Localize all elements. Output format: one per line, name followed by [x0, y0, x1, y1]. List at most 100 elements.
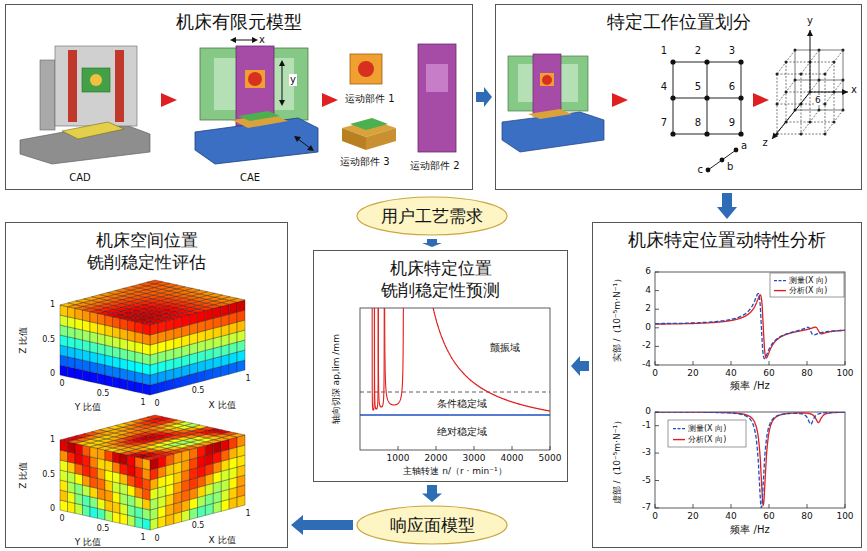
- diagram-label: 5: [695, 81, 701, 93]
- surface-cell: [120, 483, 128, 495]
- stability-lobe: [372, 308, 374, 410]
- surface-cell: [83, 445, 91, 457]
- diagram-label: Y 比值: [75, 402, 101, 412]
- surface-cell: [68, 357, 76, 369]
- lattice: [772, 30, 848, 139]
- surface-cell: [60, 490, 68, 502]
- grid-point: [738, 95, 743, 100]
- diagram-label: 60: [763, 368, 774, 378]
- chart-frame: [655, 412, 845, 508]
- surface-cell: [128, 495, 136, 507]
- surface-cell: [75, 473, 83, 485]
- surface-cell: [128, 455, 136, 467]
- surface-cell: [90, 312, 98, 324]
- diagram-label: x: [259, 34, 265, 46]
- spindle-box: [82, 68, 110, 92]
- fe-column: [533, 54, 561, 116]
- surface-cell: [105, 510, 113, 522]
- surface-cell: [83, 495, 91, 507]
- limit-line: [360, 414, 550, 415]
- lattice-point: [824, 73, 827, 76]
- diagram-label: 1: [245, 374, 250, 383]
- diagram-label: 运动部件 3: [340, 156, 390, 168]
- surface-cell: [128, 465, 136, 477]
- surface-cell: [83, 370, 91, 382]
- surface-cell: [75, 503, 83, 515]
- red-arrow: [612, 93, 628, 107]
- fe-base: [502, 112, 604, 152]
- legend-sample: [673, 428, 685, 429]
- panel-title: 特定工作位置划分: [496, 5, 861, 33]
- surface-cell: [83, 320, 91, 332]
- tick: [731, 361, 732, 365]
- diagram-label: 运动部件 2: [410, 160, 460, 172]
- legend-sample: [774, 280, 786, 281]
- surface-cell: [68, 452, 76, 464]
- legend-box: [770, 273, 844, 297]
- arrow-head: [230, 37, 236, 43]
- fe-spindle: [248, 72, 262, 86]
- block-arrow: [422, 485, 442, 502]
- surface-cell: [68, 492, 76, 504]
- surface-cell: [60, 460, 68, 472]
- tick: [655, 309, 659, 310]
- surface-cell: [128, 330, 136, 342]
- surface-cell: [60, 480, 68, 492]
- surface-cell: [143, 498, 151, 510]
- surface-cell: [68, 307, 76, 319]
- diagram-label: x: [851, 84, 857, 96]
- block-arrow: [291, 515, 353, 535]
- surface-cell: [83, 465, 91, 477]
- tick: [655, 327, 659, 328]
- diagram-label: -4: [642, 359, 651, 369]
- diagram-label: 0.5: [42, 335, 55, 344]
- process-ellipse: 用户工艺需求: [356, 196, 508, 236]
- legend-box: [668, 420, 746, 447]
- tick: [512, 446, 513, 450]
- surface-cell: [105, 450, 113, 462]
- surface-cell: [75, 358, 83, 370]
- surface-cell: [68, 327, 76, 339]
- surface-cell: [143, 478, 151, 490]
- red-arrow: [161, 93, 177, 107]
- surface-cell: [120, 348, 128, 360]
- surface-cell: [120, 338, 128, 350]
- surface-cell: [68, 462, 76, 474]
- diagram-label: X 比值: [208, 400, 235, 410]
- surface-cell: [98, 333, 106, 345]
- machine-side: [40, 60, 55, 130]
- diagram-label: CAE: [240, 172, 260, 184]
- surface-cell: [68, 482, 76, 494]
- surface-cell: [83, 505, 91, 517]
- surface-cell: [60, 355, 68, 367]
- lattice-line: [786, 122, 834, 123]
- surface-cell: [135, 507, 143, 519]
- diagram-label: b: [727, 161, 733, 173]
- surface-cell: [120, 463, 128, 475]
- tick: [436, 446, 437, 450]
- surface-cell: [105, 345, 113, 357]
- surface-cell: [105, 500, 113, 512]
- diagram-label: 运动部件 1: [345, 93, 395, 105]
- tick: [655, 425, 659, 426]
- diagram-label: z: [762, 137, 767, 149]
- tick: [655, 365, 659, 366]
- diagram-label: 0: [154, 399, 159, 408]
- diagram-label: 轴向切深 ap,lim /mm: [331, 334, 341, 424]
- surface-cell: [120, 503, 128, 515]
- diagram-label: -1: [642, 420, 651, 430]
- surface-cell: [135, 517, 143, 529]
- lattice-point: [794, 49, 797, 52]
- diagram-label: 20: [687, 511, 698, 521]
- diagram-label: 条件稳定域: [437, 398, 487, 410]
- tick: [655, 272, 659, 273]
- diagram-label: 1000: [387, 453, 410, 463]
- surface-cell: [60, 500, 68, 512]
- surface-cell: [143, 343, 151, 355]
- surface-cell: [143, 468, 151, 480]
- surface-cell: [60, 325, 68, 337]
- legend-text: 分析(X 向): [789, 286, 827, 295]
- surface-cell: [60, 440, 68, 452]
- tick: [655, 290, 659, 291]
- legend-sample: [774, 290, 786, 291]
